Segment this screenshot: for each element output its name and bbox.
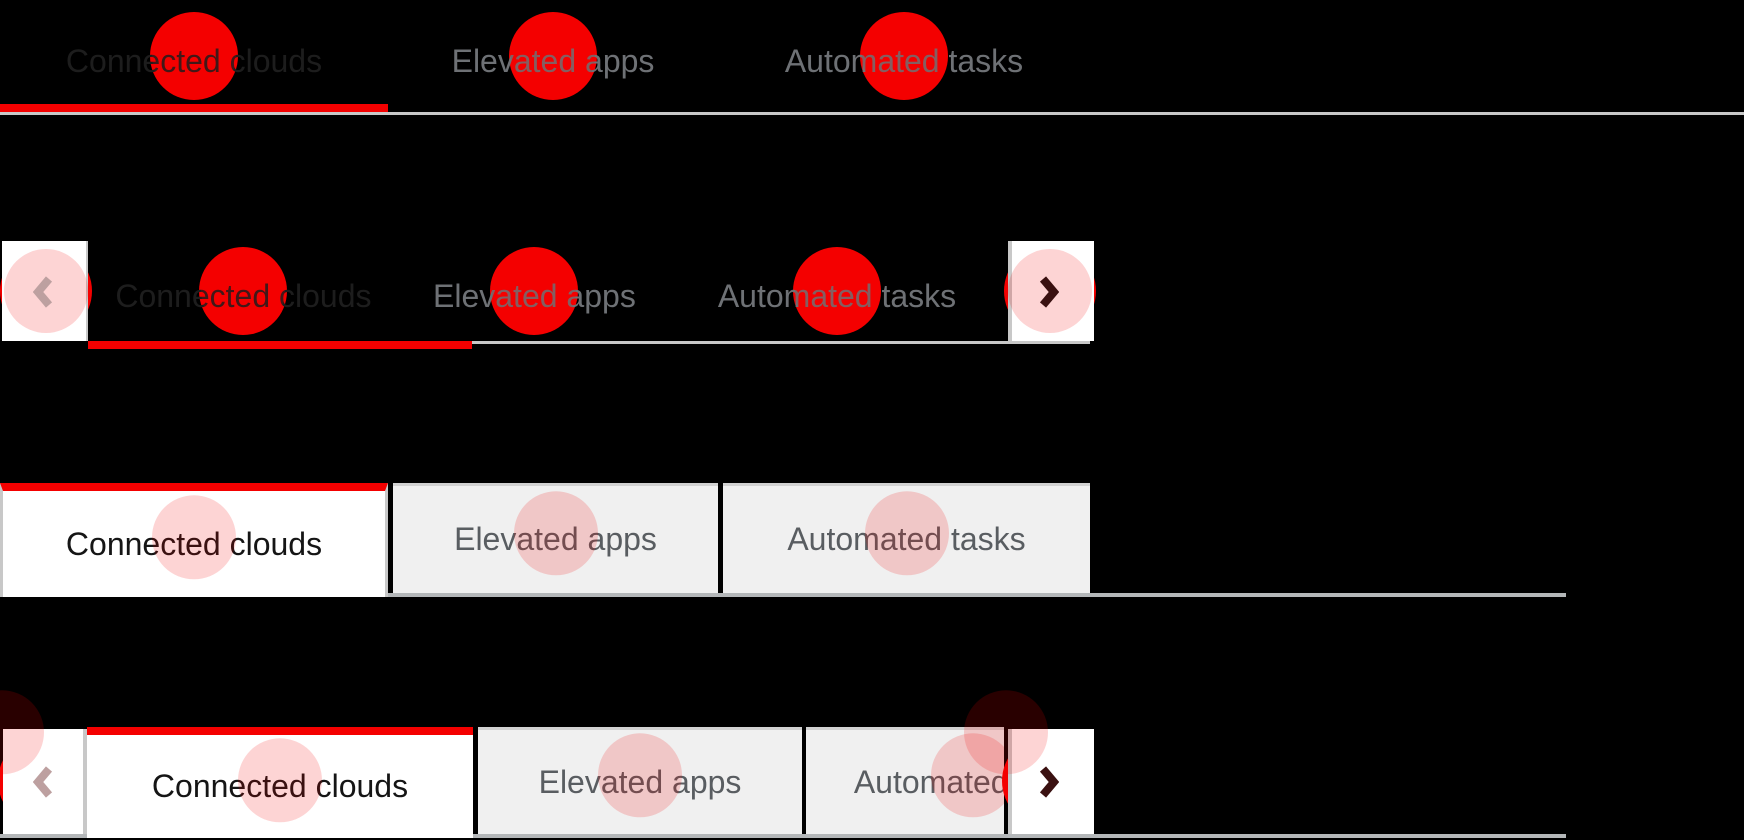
tab-label: Elevated apps xyxy=(433,277,636,314)
active-tab-underline xyxy=(0,104,388,112)
tab-elevated-apps[interactable]: Elevated apps xyxy=(478,727,802,834)
tab-label: Connected clouds xyxy=(65,42,323,79)
tab-connected-clouds[interactable]: Connected clouds xyxy=(88,241,399,341)
chevron-right-icon xyxy=(1039,766,1059,798)
tabs-underline-example: Connected clouds Elevated apps Automated… xyxy=(0,8,1744,115)
chevron-left-icon xyxy=(33,766,53,798)
scroll-right-button[interactable] xyxy=(964,690,1094,838)
scroll-right-button[interactable] xyxy=(1004,241,1096,341)
tab-list: Connected clouds Elevated apps Automated… xyxy=(88,241,1004,341)
tab-automated-tasks[interactable]: Automated tasks xyxy=(670,241,1004,341)
tabs-box-scrollable-example: Connected clouds Elevated apps Automated… xyxy=(0,690,1744,838)
tab-label: Elevated apps xyxy=(451,42,655,79)
tab-automated-tasks[interactable]: Automated tasks xyxy=(723,483,1090,593)
tab-label: Automated tasks xyxy=(853,763,1004,800)
tabs-bottom-border xyxy=(0,112,1744,115)
scroll-left-button[interactable] xyxy=(0,241,92,341)
tab-label: Connected clouds xyxy=(151,768,409,804)
tabs-bottom-border xyxy=(472,341,1090,344)
tab-list: Elevated apps Automated tasks xyxy=(478,727,1004,838)
scroll-left-button[interactable] xyxy=(0,690,90,838)
tabs-bottom-border xyxy=(0,834,1566,838)
tab-label: Elevated apps xyxy=(538,763,742,800)
tabs-box-example: Connected clouds Elevated apps Automated… xyxy=(0,483,1744,597)
tab-label: Automated tasks xyxy=(787,521,1026,557)
tab-label: Elevated apps xyxy=(454,521,657,557)
tab-elevated-apps[interactable]: Elevated apps xyxy=(399,241,670,341)
tab-list: Connected clouds Elevated apps Automated… xyxy=(0,8,1090,104)
tab-elevated-apps[interactable]: Elevated apps xyxy=(393,483,718,593)
tab-label: Automated tasks xyxy=(717,277,957,314)
tabs-bottom-border xyxy=(0,593,1566,597)
tab-connected-clouds[interactable]: Connected clouds xyxy=(0,8,388,104)
tab-elevated-apps[interactable]: Elevated apps xyxy=(388,8,718,104)
tab-label: Automated tasks xyxy=(784,42,1024,79)
active-tab-underline xyxy=(88,341,472,349)
chevron-right-icon xyxy=(1039,276,1059,308)
chevron-left-icon xyxy=(33,276,53,308)
tab-connected-clouds[interactable]: Connected clouds xyxy=(0,483,388,597)
tab-label: Connected clouds xyxy=(115,277,372,314)
tabs-underline-scrollable-example: Connected clouds Elevated apps Automated… xyxy=(0,241,1200,349)
tab-label: Connected clouds xyxy=(65,525,323,562)
tab-automated-tasks[interactable]: Automated tasks xyxy=(806,727,1004,834)
tab-automated-tasks[interactable]: Automated tasks xyxy=(718,8,1090,104)
tab-connected-clouds[interactable]: Connected clouds xyxy=(87,727,473,838)
